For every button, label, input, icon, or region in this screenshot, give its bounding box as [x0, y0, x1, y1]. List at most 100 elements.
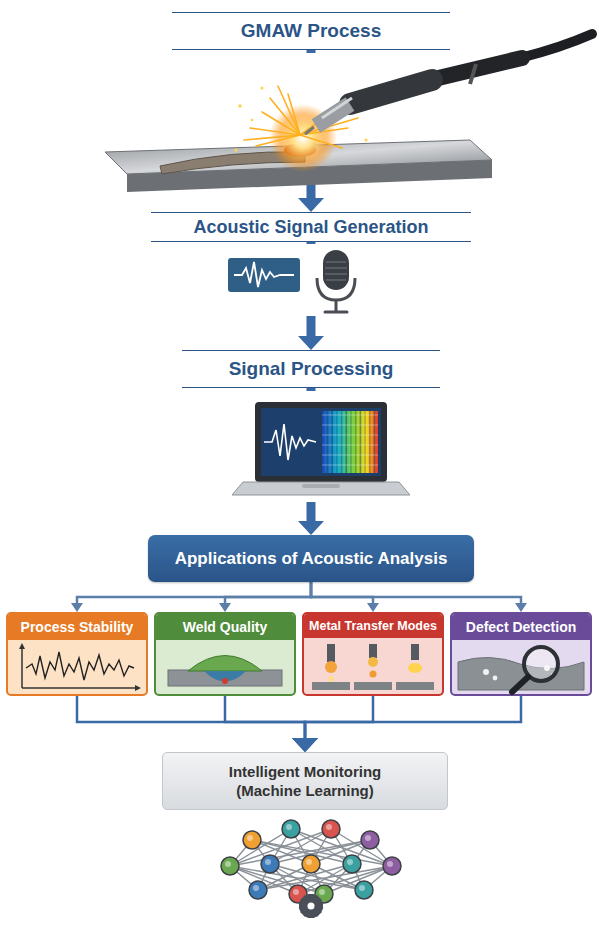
defect-picture-part — [524, 647, 558, 681]
step-band: Acoustic Signal Generation — [151, 212, 471, 242]
microphone-icon-part — [323, 250, 349, 290]
welding-illustration-part — [350, 80, 432, 104]
welding-illustration-part — [322, 98, 352, 118]
laptop-icon-part-part — [327, 411, 329, 473]
neural-network-icon-part-part — [270, 829, 331, 864]
node-label: GMAW Process — [241, 20, 381, 42]
neural-network-icon-part-part — [302, 897, 320, 915]
welding-illustration-part — [305, 127, 314, 134]
laptop-icon-part-part — [346, 411, 348, 473]
weld-bead-picture-part — [222, 678, 228, 684]
droplet-pictures-part — [354, 682, 392, 690]
welding-illustration-part — [316, 104, 350, 126]
neural-network-icon-part-part — [286, 824, 292, 830]
droplet-pictures-part — [327, 644, 335, 662]
welding-illustration-part-part — [250, 128, 300, 135]
droplet-pictures — [312, 644, 434, 690]
laptop-icon-part-part — [369, 411, 371, 473]
defect-picture-part — [458, 657, 584, 690]
stability-chart-part — [19, 643, 25, 649]
stability-chart-part — [135, 685, 141, 691]
defect-picture-part — [483, 669, 489, 675]
droplet-pictures-part — [312, 682, 350, 690]
step-band: GMAW Process — [172, 12, 450, 50]
defect-picture-part — [493, 676, 498, 681]
welding-illustration — [105, 34, 592, 192]
microphone-icon-part-part — [325, 273, 347, 274]
welding-illustration-part-part — [300, 135, 342, 148]
neural-network-icon-part-part — [319, 889, 325, 895]
laptop-icon-part-part — [350, 411, 352, 473]
category-box: Metal Transfer Modes — [302, 612, 444, 696]
flow-arrow — [311, 582, 521, 603]
node-label: Process Stability — [8, 614, 146, 640]
neural-network-icon-part-part — [261, 855, 279, 873]
laptop-icon-part-part — [322, 454, 378, 456]
node-label: Acoustic Signal Generation — [193, 217, 428, 238]
droplet-pictures-part — [370, 671, 377, 678]
microphone-icon-part-part — [326, 261, 346, 262]
flow-arrow — [311, 582, 373, 603]
laptop-icon-part-part — [336, 411, 338, 473]
droplet-pictures-part — [408, 663, 422, 673]
welding-illustration-part — [244, 86, 358, 148]
microphone-icon-part — [317, 278, 355, 300]
laptop-icon-part — [302, 484, 340, 488]
neural-network-icon-part-part — [300, 895, 321, 916]
defect-picture-part — [544, 665, 550, 671]
laptop-icon-part-part — [341, 411, 343, 473]
welding-illustration-part-part — [365, 139, 368, 142]
droplet-pictures-part — [396, 682, 434, 690]
node-label: Applications of Acoustic Analysis — [175, 549, 448, 569]
stability-chart-part — [26, 652, 134, 680]
welding-illustration-part-part — [261, 87, 264, 90]
microphone-icon-part — [325, 262, 347, 280]
neural-network-icon-part-part — [347, 859, 353, 865]
welding-illustration-part-part — [238, 104, 242, 108]
stability-chart-part — [21, 646, 23, 688]
neural-network-icon-part-part — [343, 855, 361, 873]
neural-network-icon-part-part — [361, 831, 379, 849]
neural-network-icon-part-part — [355, 881, 373, 899]
droplet-pictures-part — [411, 644, 419, 660]
neural-network-icon-part-part — [302, 855, 320, 873]
droplet-pictures-part — [368, 657, 378, 667]
microphone-icon-part — [335, 300, 338, 311]
neural-network-icon-part-part — [308, 903, 315, 910]
neural-network-icon — [221, 820, 401, 918]
laptop-icon-part-part — [322, 424, 378, 426]
defect-picture-part — [551, 673, 555, 677]
droplet-pictures-part — [328, 676, 334, 682]
node-label: Defect Detection — [452, 614, 590, 640]
stability-chart-part — [22, 687, 138, 689]
neural-network-icon-part-part — [221, 857, 239, 875]
waveform-icon — [228, 258, 300, 292]
weld-bead-picture-part — [204, 671, 246, 682]
welding-illustration-part-part — [244, 135, 300, 140]
laptop-icon-part-part — [322, 444, 378, 446]
category-box: Defect Detection — [450, 612, 592, 696]
flow-arrow — [77, 696, 305, 738]
neural-network-icon-part-part — [306, 859, 312, 865]
flow-arrow — [305, 696, 373, 738]
monitoring-box: Intelligent Monitoring (Machine Learning… — [162, 752, 448, 810]
waveform-icon-part — [228, 258, 300, 292]
neural-network-icon-part-part — [322, 820, 340, 838]
microphone-icon — [317, 250, 355, 312]
weld-bead-picture-part — [168, 670, 282, 686]
flow-arrow — [225, 582, 311, 603]
defect-picture-part — [512, 677, 528, 692]
flow-arrow — [305, 696, 521, 738]
node-label: Metal Transfer Modes — [304, 614, 442, 638]
welding-illustration-part-part — [270, 98, 300, 135]
welding-illustration-part-part — [288, 94, 300, 135]
node-label: Signal Processing — [229, 358, 394, 380]
neural-network-icon-part-part — [247, 835, 253, 841]
neural-network-icon-part-part — [243, 831, 261, 849]
laptop-icon-part-part — [364, 411, 366, 473]
neural-network-icon-part-part — [282, 820, 300, 838]
step-band: Signal Processing — [182, 350, 440, 388]
neural-network-icon-part-part — [387, 861, 393, 867]
laptop-icon-part-part — [331, 411, 333, 473]
